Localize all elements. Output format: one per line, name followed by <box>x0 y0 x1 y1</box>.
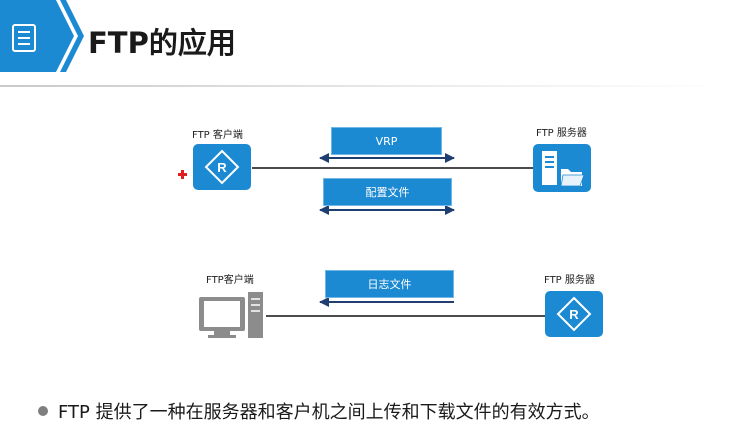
header-chevron <box>60 0 84 72</box>
header-banner <box>0 0 84 72</box>
router-icon: R <box>545 291 603 337</box>
document-icon <box>12 24 36 52</box>
file-server-icon <box>533 144 591 192</box>
bottom-server-label: FTP 服务器 <box>544 275 595 286</box>
transfer-tag-vrp: VRP <box>331 127 442 155</box>
transfer-tag-config: 配置文件 <box>323 178 452 206</box>
svg-text:R: R <box>217 160 227 175</box>
header-divider <box>0 85 729 87</box>
header-badge <box>0 0 74 72</box>
top-client-label: FTP 客户端 <box>192 130 243 141</box>
bullet-text: FTP 提供了一种在服务器和客户机之间上传和下载文件的有效方式。 <box>58 402 600 423</box>
page-title: FTP的应用 <box>88 26 236 60</box>
bullet-point: FTP 提供了一种在服务器和客户机之间上传和下载文件的有效方式。 <box>38 398 600 424</box>
red-cross-marker <box>178 170 187 179</box>
bullet-dot <box>38 406 48 416</box>
pc-icon <box>199 292 263 338</box>
bottom-client-label: FTP客户端 <box>206 275 254 286</box>
transfer-tag-log: 日志文件 <box>325 270 454 298</box>
router-icon: R <box>193 144 251 190</box>
svg-text:R: R <box>569 307 579 322</box>
top-server-label: FTP 服务器 <box>536 128 587 139</box>
